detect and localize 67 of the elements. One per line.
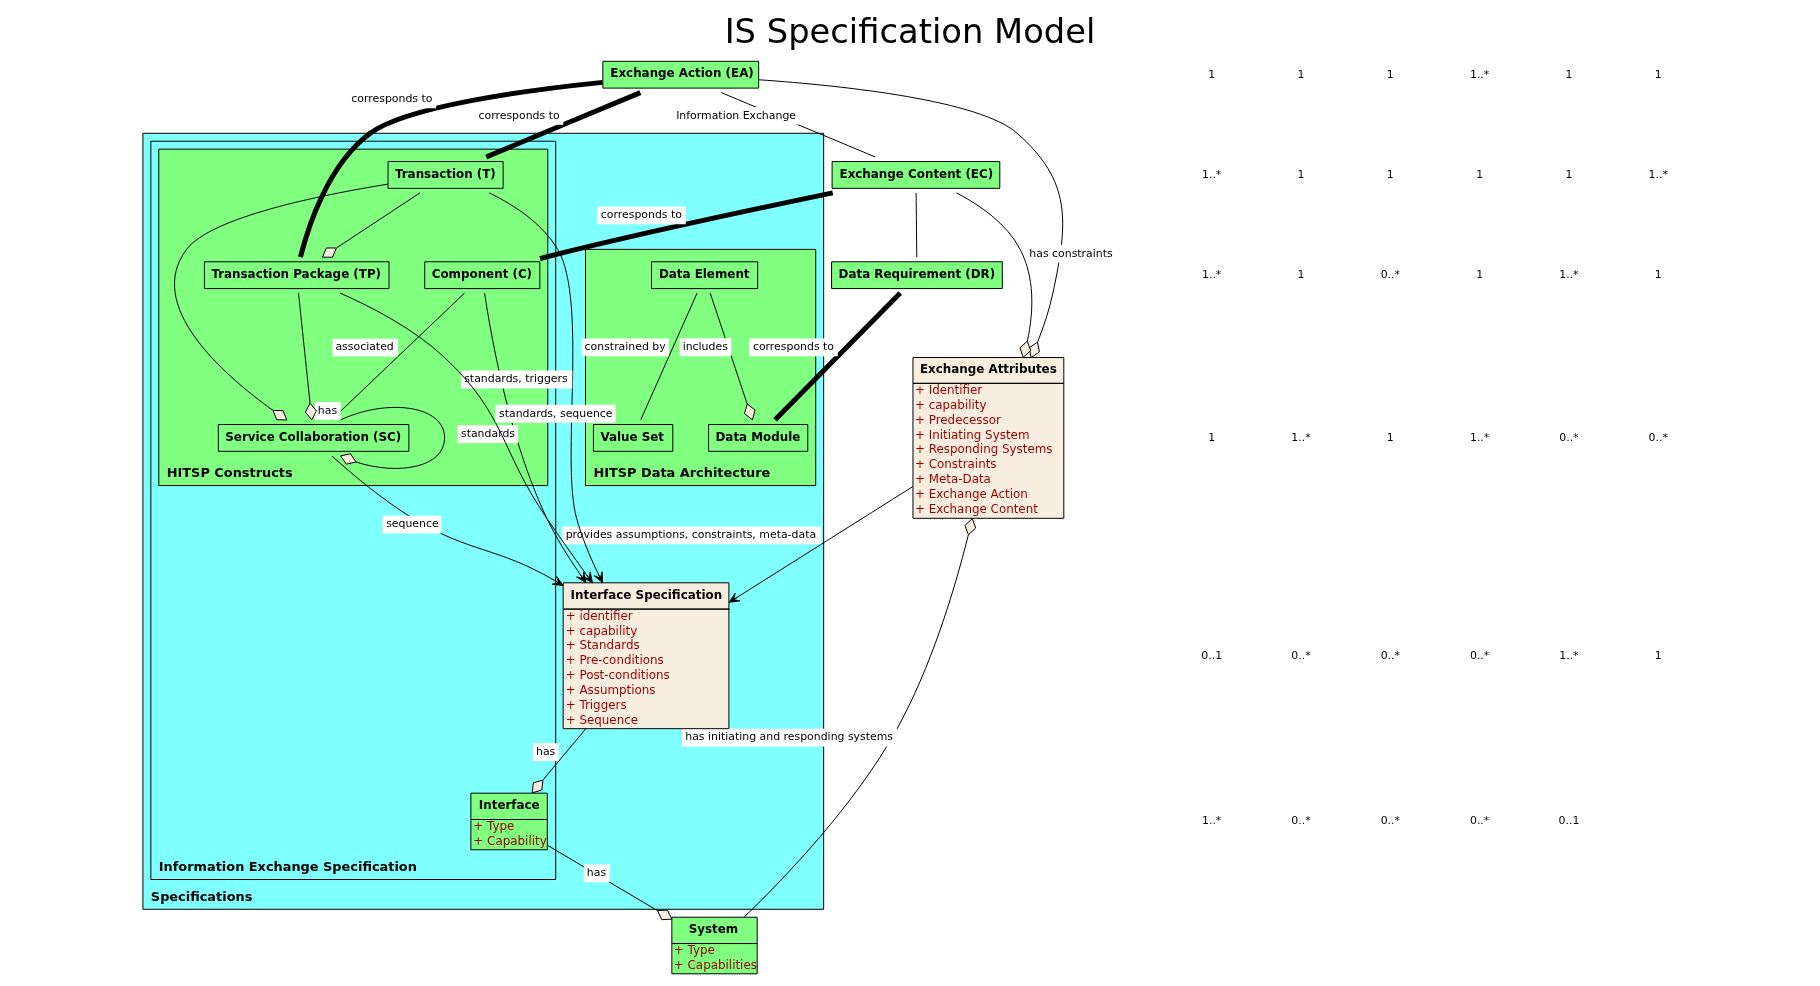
connector bbox=[773, 291, 903, 422]
label: 1 bbox=[1208, 67, 1216, 81]
connector bbox=[340, 406, 446, 469]
edge-label: corresponds to bbox=[351, 92, 433, 106]
arrow bbox=[331, 455, 564, 586]
connector bbox=[322, 192, 421, 258]
label: 1..* bbox=[1469, 430, 1490, 444]
edge-label: standards bbox=[460, 426, 516, 440]
edge-label: Information Exchange bbox=[676, 108, 797, 122]
edge-label: includes bbox=[682, 340, 728, 354]
label: 1 bbox=[1386, 430, 1394, 444]
label: 1..* bbox=[1559, 267, 1579, 281]
label: 1..* bbox=[1291, 430, 1311, 444]
connector bbox=[915, 192, 918, 258]
label: 0..* bbox=[1469, 648, 1490, 662]
edge-label: has constraints bbox=[1029, 246, 1113, 260]
edge-label: has bbox=[586, 866, 607, 880]
edge-label: constrained by bbox=[584, 340, 666, 354]
label: 1 bbox=[1386, 167, 1394, 181]
label: 1 bbox=[1476, 167, 1484, 181]
label: 1 bbox=[1386, 67, 1394, 81]
label: 1 bbox=[1297, 267, 1305, 281]
edge-label: corresponds to bbox=[478, 108, 560, 122]
label: 1 bbox=[1297, 67, 1305, 81]
label: 1..* bbox=[1202, 167, 1222, 181]
connector bbox=[743, 518, 977, 918]
label: 1 bbox=[1654, 67, 1662, 81]
label: 0..* bbox=[1291, 814, 1311, 828]
label: 1 bbox=[1565, 67, 1573, 81]
label: 0..1 bbox=[1558, 814, 1580, 828]
edge-label: corresponds to bbox=[600, 208, 682, 222]
connector bbox=[298, 79, 603, 258]
label: 1..* bbox=[1648, 167, 1668, 181]
label: 1..* bbox=[1202, 267, 1222, 281]
label: 0..* bbox=[1291, 648, 1311, 662]
edge-label: corresponds to bbox=[752, 340, 835, 354]
connector bbox=[298, 292, 317, 421]
label: 1..* bbox=[1202, 814, 1222, 828]
label: 1 bbox=[1565, 167, 1573, 181]
label: 1 bbox=[1654, 648, 1662, 662]
label: 0..* bbox=[1380, 814, 1400, 828]
label: 1 bbox=[1208, 430, 1216, 444]
connector bbox=[640, 292, 698, 421]
edge-label: has bbox=[535, 744, 556, 758]
edge-label: sequence bbox=[386, 517, 439, 531]
edge-label: has bbox=[317, 403, 338, 417]
arrow bbox=[488, 192, 604, 584]
diagram-title: IS Specification Model bbox=[724, 12, 1096, 52]
label: 1 bbox=[1297, 167, 1305, 181]
arrow bbox=[728, 486, 914, 603]
connector bbox=[547, 844, 673, 921]
label: 0..* bbox=[1648, 430, 1668, 444]
connector bbox=[485, 90, 642, 160]
label: 0..* bbox=[1469, 814, 1490, 828]
label: 0..* bbox=[1380, 648, 1400, 662]
connector bbox=[758, 79, 1064, 359]
label: 0..* bbox=[1380, 267, 1400, 281]
edge-label: provides assumptions, constraints, meta-data bbox=[565, 528, 817, 542]
edge-label: associated bbox=[335, 340, 394, 354]
connector bbox=[955, 192, 1033, 358]
label: 1..* bbox=[1469, 67, 1490, 81]
label: 0..* bbox=[1559, 430, 1579, 444]
label: 0..1 bbox=[1201, 648, 1223, 662]
label: 1 bbox=[1654, 267, 1662, 281]
label: 1..* bbox=[1559, 648, 1579, 662]
label: 1 bbox=[1476, 267, 1484, 281]
connector bbox=[539, 190, 834, 261]
